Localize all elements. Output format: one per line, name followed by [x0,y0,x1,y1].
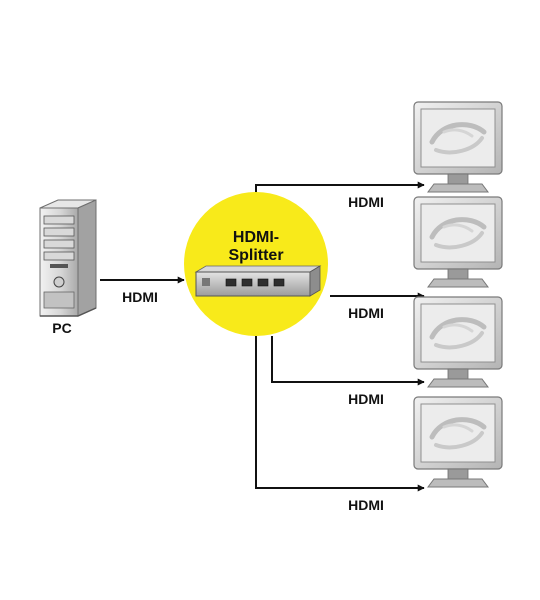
input-link-label: HDMI [122,289,158,305]
output-link-label-1: HDMI [348,194,384,210]
output-link-labels: HDMI HDMI HDMI HDMI [348,194,384,513]
hub-label-line2: Splitter [228,247,283,264]
output-line-4 [255,336,425,492]
hub-label-line1: HDMI- [233,229,279,246]
hdmi-port-icon-4 [273,278,285,287]
output-link-label-4: HDMI [348,497,384,513]
output-link-label-3: HDMI [348,391,384,407]
monitor-icon-4 [414,397,502,487]
pc-tower-icon [39,199,97,317]
monitor-icon-3 [414,297,502,387]
pc-label: PC [52,320,71,336]
hdmi-splitter-box-icon [194,265,322,297]
monitor-icon-2 [414,197,502,287]
monitor-icon-1 [414,102,502,192]
splitter-hub-circle [184,192,328,336]
hdmi-port-icon-3 [257,278,269,287]
output-line-3 [271,336,425,386]
hdmi-port-icon-2 [241,278,253,287]
hdmi-port-icon-1 [225,278,237,287]
output-monitors [414,102,502,487]
output-link-label-2: HDMI [348,305,384,321]
